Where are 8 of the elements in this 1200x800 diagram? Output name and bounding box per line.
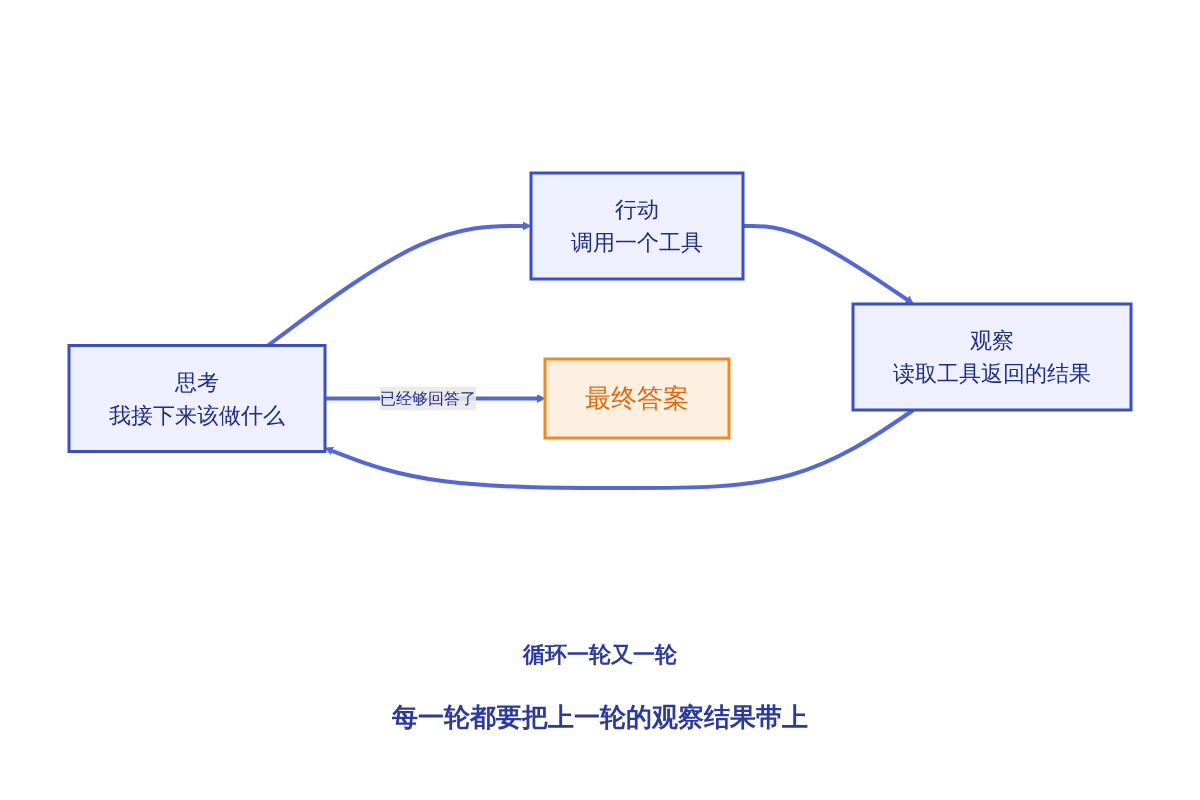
- arrow: [743, 223, 914, 304]
- caption: 每一轮都要把上一轮的观察结果带上: [392, 701, 808, 734]
- node-box: 行动 调用一个工具: [529, 171, 745, 280]
- node-box: 观察 读取工具返回的结果: [851, 302, 1133, 411]
- node-box: 最终答案: [543, 357, 731, 439]
- node-box: 思考 我接下来该做什么: [67, 343, 327, 453]
- edge-label: 已经够回答了: [380, 388, 476, 407]
- cycle-note: 循环一轮又一轮: [523, 641, 677, 669]
